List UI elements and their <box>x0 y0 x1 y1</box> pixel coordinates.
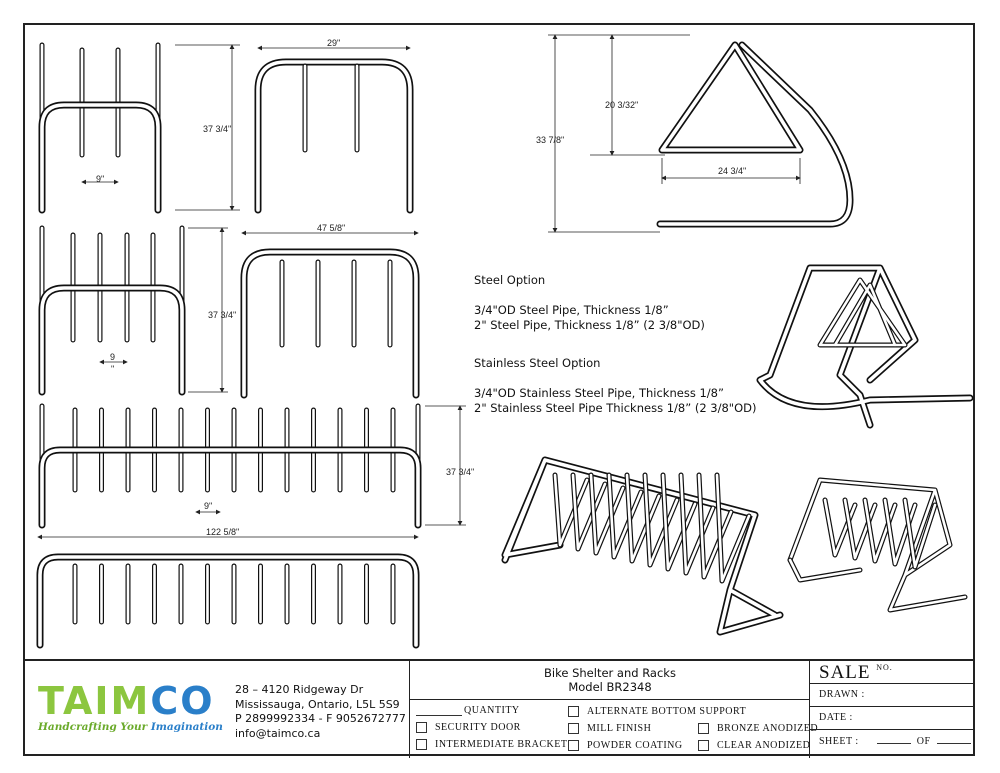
of-label: OF <box>916 736 931 747</box>
iso-loop-inner <box>643 473 679 567</box>
dim-rack2-height: 37 3/4" <box>208 310 236 320</box>
dim-rack2-width: 47 5/8" <box>317 223 345 233</box>
iso-rack-small-inner <box>758 266 972 427</box>
rack-hoop-inner <box>40 103 160 212</box>
stainless-line-2: 2" Stainless Steel Pipe Thickness 1/8” (… <box>474 401 757 415</box>
checkbox-intermediate-bracket[interactable]: INTERMEDIATE BRACKET <box>416 739 568 750</box>
checkbox-bronze-anodized[interactable]: BRONZE ANODIZED <box>698 723 818 734</box>
checkbox-clear-anodized[interactable]: CLEAR ANODIZED <box>698 740 810 751</box>
checkbox-security-door[interactable]: SECURITY DOOR <box>416 722 521 733</box>
checkbox-mill-finish[interactable]: MILL FINISH <box>568 723 651 734</box>
dim-triangle-height: 33 7/8" <box>536 135 564 145</box>
iso-rack-long-inner <box>503 458 782 634</box>
material-notes: Steel Option 3/4"OD Steel Pipe, Thicknes… <box>474 273 757 416</box>
rack-hoop-inner <box>40 286 184 394</box>
label: MILL FINISH <box>587 723 652 734</box>
iso-loop-inner <box>589 473 625 555</box>
dim-rack3-width: 122 5/8" <box>206 527 239 537</box>
logo-tagline-end: Imagination <box>150 721 223 733</box>
model-text: Model BR2348 <box>568 680 652 694</box>
steel-line-1: 3/4"OD Steel Pipe, Thickness 1/8” <box>474 303 669 317</box>
iso-base-inner <box>788 558 862 582</box>
iso-loop-inner <box>571 473 607 551</box>
label: ALTERNATE BOTTOM SUPPORT <box>587 706 747 717</box>
label: SECURITY DOOR <box>435 722 521 733</box>
label: CLEAR ANODIZED <box>717 740 811 751</box>
iso-loop-inner <box>715 473 751 583</box>
iso-loop-inner <box>607 473 643 559</box>
sheet-field: SHEET : OF <box>819 736 977 747</box>
company-logo: TAIMCO Handcrafting Your Imagination <box>38 679 223 733</box>
triangle-loop <box>658 41 804 154</box>
stainless-heading: Stainless Steel Option <box>474 356 601 370</box>
triangle-frame-inner <box>658 43 852 226</box>
label: INTERMEDIATE BRACKET <box>435 739 568 750</box>
checkbox-powder-coating[interactable]: POWDER COATING <box>568 740 683 751</box>
rack-hoop-inner <box>242 250 418 397</box>
dim-rack1-width: 29" <box>327 38 340 48</box>
rack-hoop-inner <box>40 448 420 527</box>
dim-rack1-height: 37 3/4" <box>203 124 231 134</box>
dim-triangle-inner-height: 20 3/32" <box>605 100 638 110</box>
sheet-label: SHEET : <box>819 736 859 747</box>
iso-loops-inner <box>818 278 907 347</box>
title-block: TAIMCO Handcrafting Your Imagination 28 … <box>23 659 975 758</box>
rack-hoop <box>38 101 162 214</box>
address-line-1: 28 – 4120 Ridgeway Dr <box>235 683 364 696</box>
dim-triangle-base: 24 3/4" <box>718 166 746 176</box>
company-address: 28 – 4120 Ridgeway Dr Mississauga, Ontar… <box>235 683 406 741</box>
dim-rack3-spacing: 9" <box>204 501 212 511</box>
steel-line-2: 2" Steel Pipe, Thickness 1/8” (2 3/8"OD) <box>474 318 705 332</box>
drawing-frame <box>23 23 975 756</box>
label: POWDER COATING <box>587 740 683 751</box>
iso-loop-inner <box>625 473 661 563</box>
dim-rack2-spacing-mark: " <box>111 364 114 374</box>
dim-rack2-spacing: 9 <box>110 352 115 362</box>
phone-fax: P 2899992334 - F 9052672777 <box>235 712 406 725</box>
iso-rack-outline-inner <box>788 478 967 612</box>
email: info@taimco.ca <box>235 726 321 740</box>
checkbox-alternate-bottom-support[interactable]: ALTERNATE BOTTOM SUPPORT <box>568 706 746 717</box>
drawing-title: Bike Shelter and Racks Model BR2348 <box>411 666 809 694</box>
date-field: DATE : <box>819 712 853 723</box>
rack-hoop-inner <box>256 60 412 212</box>
rack-hoop <box>36 553 420 649</box>
quantity-field[interactable]: QUANTITY <box>416 705 520 716</box>
logo-tagline: Handcrafting Your <box>38 721 148 733</box>
sale-label: SALE <box>819 662 871 683</box>
label: BRONZE ANODIZED <box>717 723 819 734</box>
quantity-label: QUANTITY <box>464 705 520 716</box>
steel-heading: Steel Option <box>474 273 546 287</box>
address-line-2: Mississauga, Ontario, L5L 5S9 <box>235 697 400 711</box>
rack-hoop <box>254 58 414 214</box>
stainless-line-1: 3/4"OD Stainless Steel Pipe, Thickness 1… <box>474 386 724 400</box>
dim-rack1-spacing: 9" <box>96 174 104 184</box>
rack-hoop-inner <box>38 555 418 647</box>
sale-no-label: NO. <box>876 663 893 672</box>
sale-number: SALE NO. <box>819 662 893 684</box>
triangle-loop-inner <box>660 43 802 152</box>
rack-hoop <box>38 284 186 396</box>
iso-loop-inner <box>903 498 937 569</box>
rack-hoop <box>38 446 422 529</box>
title-text: Bike Shelter and Racks <box>544 666 676 680</box>
iso-loop-inner <box>553 473 589 547</box>
drawn-field: DRAWN : <box>819 689 865 700</box>
dim-rack3-height: 37 3/4" <box>446 467 474 477</box>
